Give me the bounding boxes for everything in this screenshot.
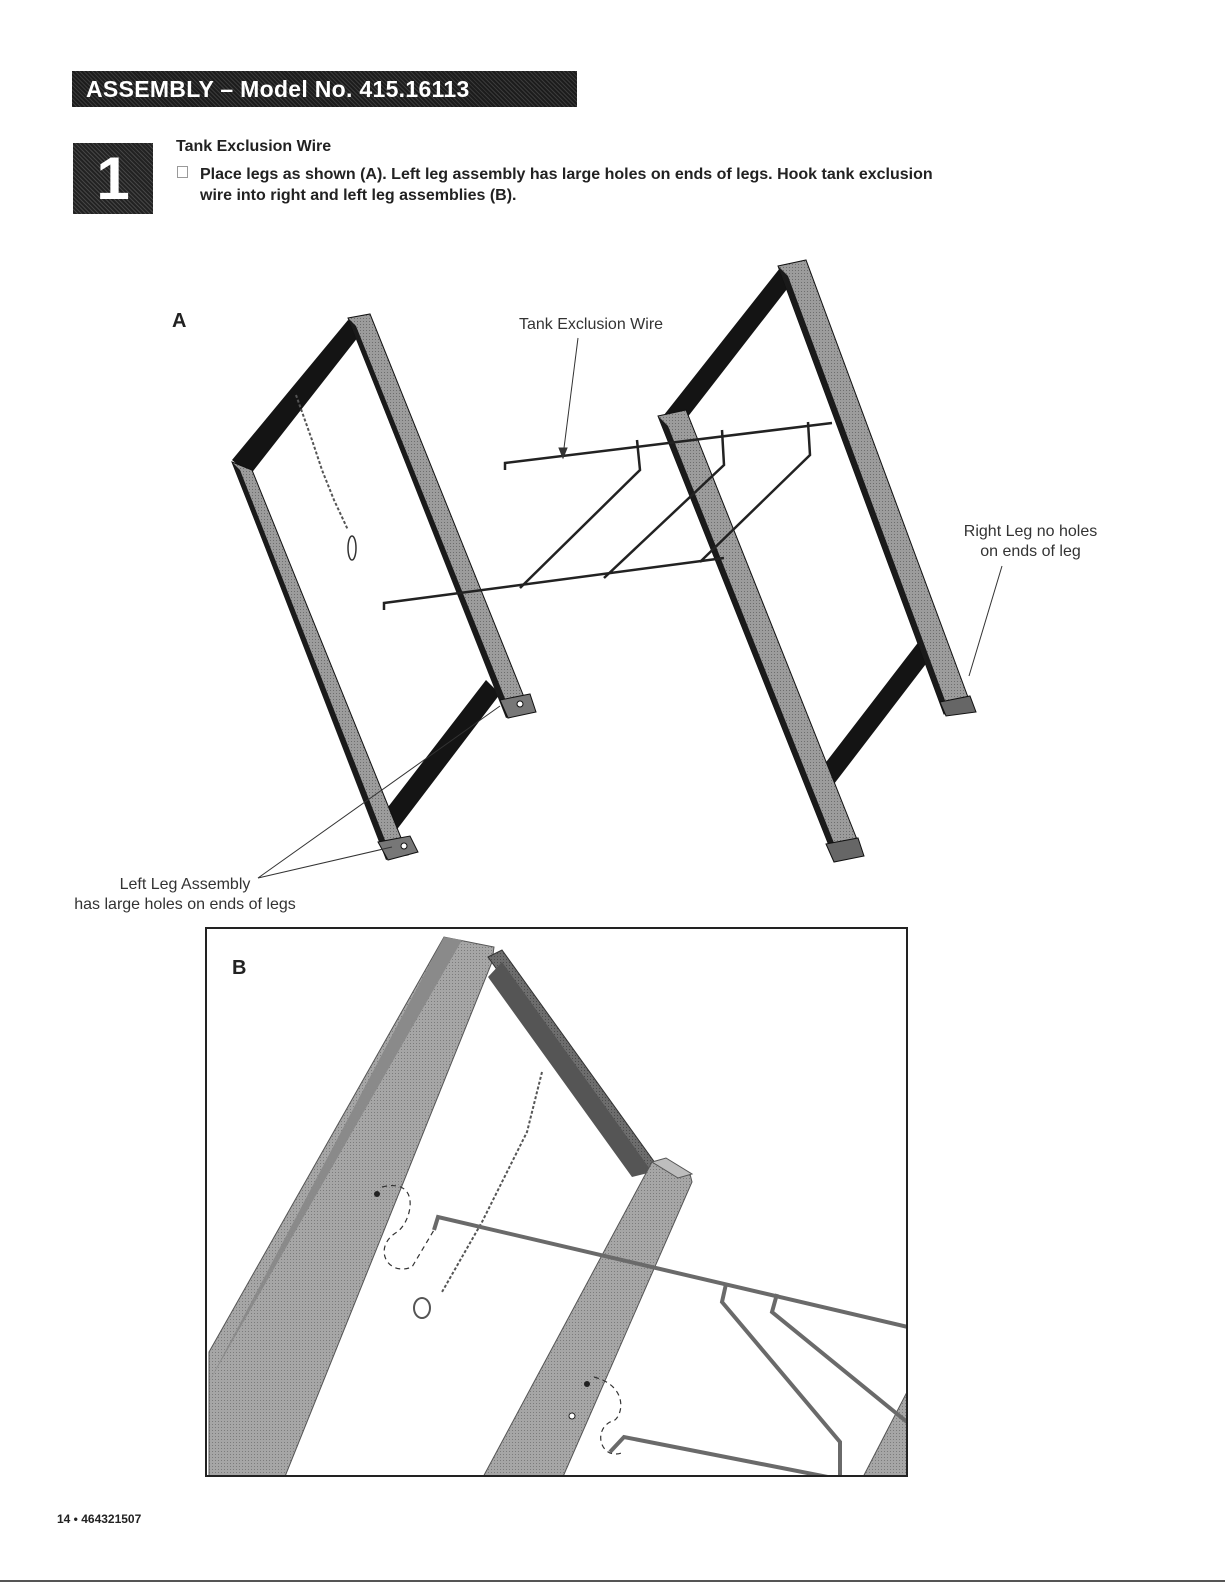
- figure-a-letter: A: [172, 310, 187, 332]
- label-right-leg-line-2: on ends of leg: [980, 543, 1081, 560]
- bottom-divider: [0, 1580, 1225, 1582]
- tank-exclusion-wire: [382, 421, 833, 610]
- page-footer: 14 • 464321507: [57, 1512, 142, 1526]
- section-banner: ASSEMBLY – Model No. 415.16113: [72, 71, 577, 107]
- figure-b-frame: B: [205, 927, 908, 1477]
- figure-a-illustration: [231, 259, 1003, 879]
- label-right-leg: Right Leg no holes on ends of leg: [958, 522, 1103, 562]
- label-right-leg-line-1: Right Leg no holes: [963, 523, 1098, 540]
- step-number-badge: 1: [73, 143, 153, 214]
- figure-b-letter: B: [232, 957, 247, 979]
- instruction-line-1: Place legs as shown (A). Left leg assemb…: [200, 166, 933, 183]
- step-title: Tank Exclusion Wire: [176, 138, 332, 155]
- label-tank-exclusion-wire: Tank Exclusion Wire: [519, 316, 664, 333]
- step-instruction: Place legs as shown (A). Left leg assemb…: [200, 164, 960, 206]
- leader-lines: [257, 337, 1003, 879]
- checkbox-icon: [177, 166, 188, 178]
- label-left-leg-line-2: has large holes on ends of legs: [74, 896, 296, 913]
- instruction-line-2: wire into right and left leg assemblies …: [200, 187, 517, 204]
- label-left-leg: Left Leg Assembly has large holes on end…: [60, 875, 310, 915]
- right-leg-assembly: [657, 259, 977, 863]
- figure-b-illustration: [208, 936, 906, 1475]
- left-leg-assembly: [231, 313, 537, 861]
- label-left-leg-line-1: Left Leg Assembly: [119, 876, 251, 893]
